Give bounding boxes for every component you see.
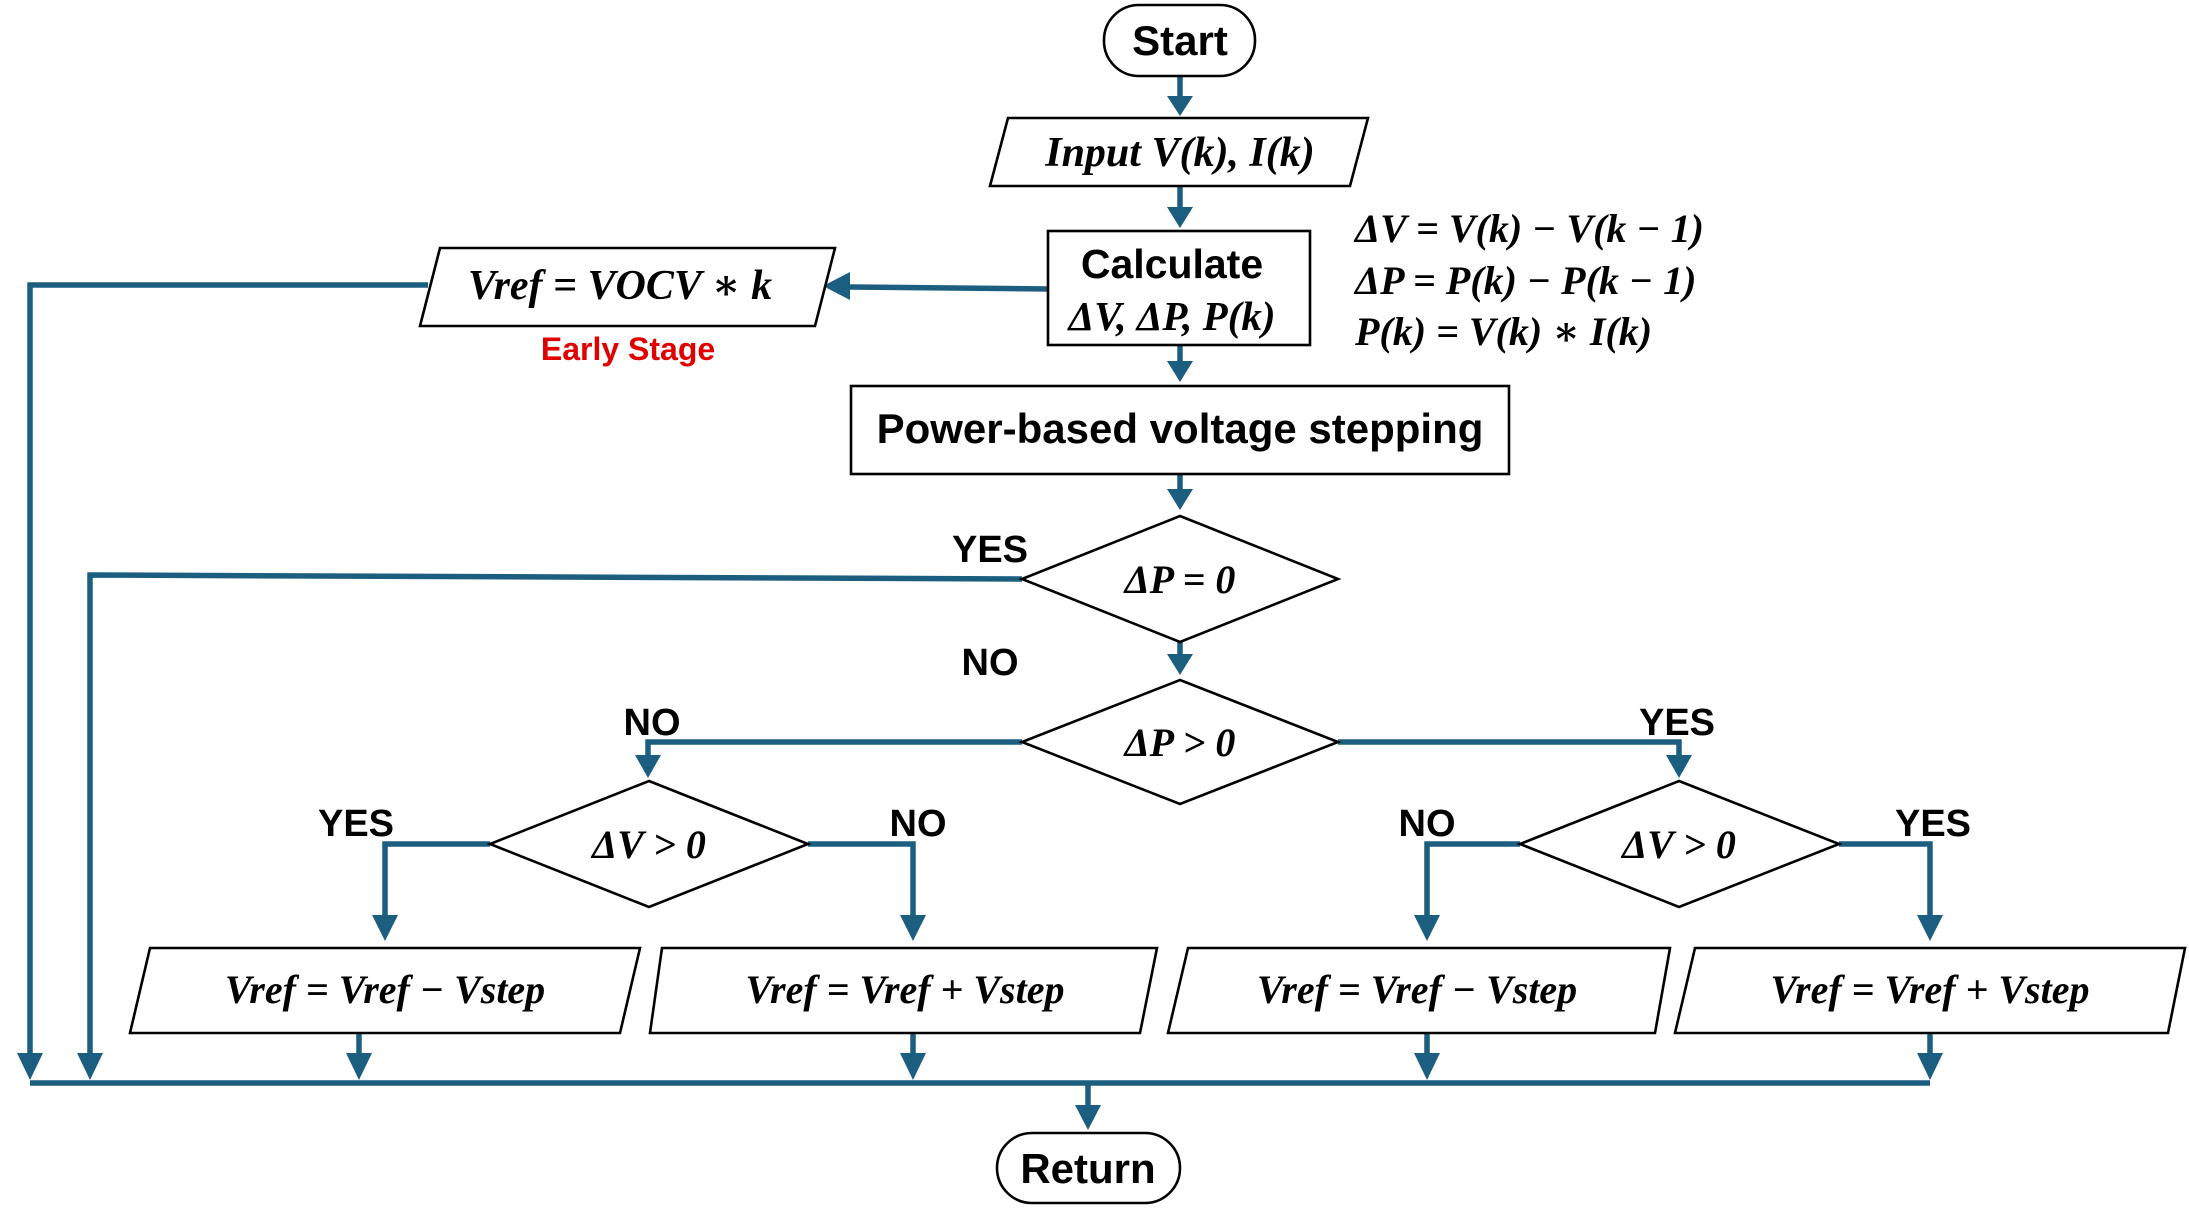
decision-dv-left-label: ΔV > 0	[590, 822, 706, 867]
branch-right-yes: YES	[1895, 803, 1971, 845]
branch-left-no: NO	[890, 803, 947, 845]
branch-right-no: NO	[1399, 803, 1456, 845]
outcome-3-shape	[1166, 946, 1672, 1035]
branch-positive-yes: YES	[1639, 702, 1715, 744]
arrow-heads	[17, 96, 1943, 1130]
formula-delta-v: ΔV = V(k) − V(k − 1)	[1353, 206, 1704, 251]
outcome-3-label: Vref = Vref − Vstep	[1257, 967, 1577, 1012]
outcome-2-label: Vref = Vref + Vstep	[746, 967, 1065, 1012]
decision-dp-zero-label: ΔP = 0	[1123, 557, 1236, 602]
connector-lines	[27, 76, 1933, 1110]
outcome-2-shape	[648, 946, 1159, 1035]
outcome-4-label: Vref = Vref + Vstep	[1771, 967, 2090, 1012]
calculate-box	[1046, 229, 1312, 347]
branch-labels: YES NO NO YES YES NO NO YES	[318, 529, 1971, 845]
decision-dp-zero-shape	[1018, 514, 1342, 644]
node-shapes	[128, 3, 2187, 1205]
decision-dp-positive-shape	[1018, 678, 1342, 806]
early-stage-formula: Vref = VOCV ∗ k	[468, 263, 772, 309]
stepping-box	[849, 384, 1511, 476]
calculate-variables: ΔV, ΔP, P(k)	[1066, 293, 1275, 339]
formula-list: ΔV = V(k) − V(k − 1) ΔP = P(k) − P(k − 1…	[1353, 206, 1704, 354]
branch-positive-no: NO	[624, 702, 681, 744]
outcome-1-label: Vref = Vref − Vstep	[225, 967, 545, 1012]
decision-dv-left-shape	[486, 779, 812, 909]
stepping-label: Power-based voltage stepping	[877, 405, 1484, 452]
outcome-1-shape	[128, 946, 642, 1035]
calculate-label: Calculate	[1081, 241, 1263, 287]
input-parallelogram	[988, 116, 1370, 188]
outcome-4-shape	[1673, 946, 2187, 1035]
branch-left-yes: YES	[318, 803, 394, 845]
formula-power: P(k) = V(k) ∗ I(k)	[1354, 309, 1652, 354]
branch-zero-yes: YES	[952, 529, 1028, 571]
start-label: Start	[1132, 17, 1228, 64]
input-label: Input V(k), I(k)	[1044, 130, 1315, 176]
decision-dp-positive-label: ΔP > 0	[1123, 720, 1236, 765]
formula-delta-p: ΔP = P(k) − P(k − 1)	[1353, 258, 1696, 303]
return-terminal	[995, 1131, 1182, 1205]
early-stage-parallelogram	[418, 246, 837, 328]
early-stage-note: Early Stage	[541, 331, 715, 367]
node-labels: Start Input V(k), I(k) Calculate ΔV, ΔP,…	[225, 17, 2090, 1192]
decision-dv-right-shape	[1516, 779, 1843, 909]
start-terminal	[1102, 3, 1257, 78]
decision-dv-right-label: ΔV > 0	[1620, 822, 1736, 867]
branch-zero-no: NO	[962, 642, 1019, 684]
return-label: Return	[1020, 1145, 1155, 1192]
